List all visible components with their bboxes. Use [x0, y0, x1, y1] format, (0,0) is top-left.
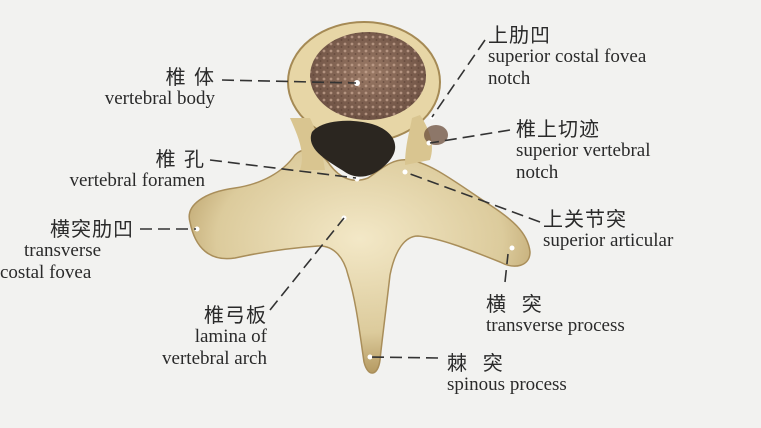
label-superior-articular: 上关节突 superior articular: [543, 207, 674, 251]
pedicle-left: [290, 118, 325, 170]
label-vertebral-foramen: 椎 孔 vertebral foramen: [69, 147, 205, 191]
label-transverse-costal-fovea: 横突肋凹 transverse costal fovea: [0, 217, 134, 283]
label-vertebral-body: 椎 体 vertebral body: [104, 65, 215, 109]
pedicle-right: [405, 115, 432, 165]
label-transverse-process: 横 突 transverse process: [486, 292, 625, 336]
label-lamina: 椎弓板 lamina of vertebral arch: [162, 303, 267, 369]
superior-costal-fovea-mark: [424, 125, 448, 145]
vertebra-illustration: [188, 21, 531, 374]
vertebral-foramen-hole: [310, 120, 396, 177]
leader-lines: [140, 39, 541, 359]
label-superior-vertebral-notch: 椎上切迹 superior vertebral notch: [516, 117, 651, 183]
label-spinous-process: 棘 突 spinous process: [447, 351, 567, 395]
label-superior-costal-fovea: 上肋凹 superior costal fovea notch: [488, 23, 647, 89]
